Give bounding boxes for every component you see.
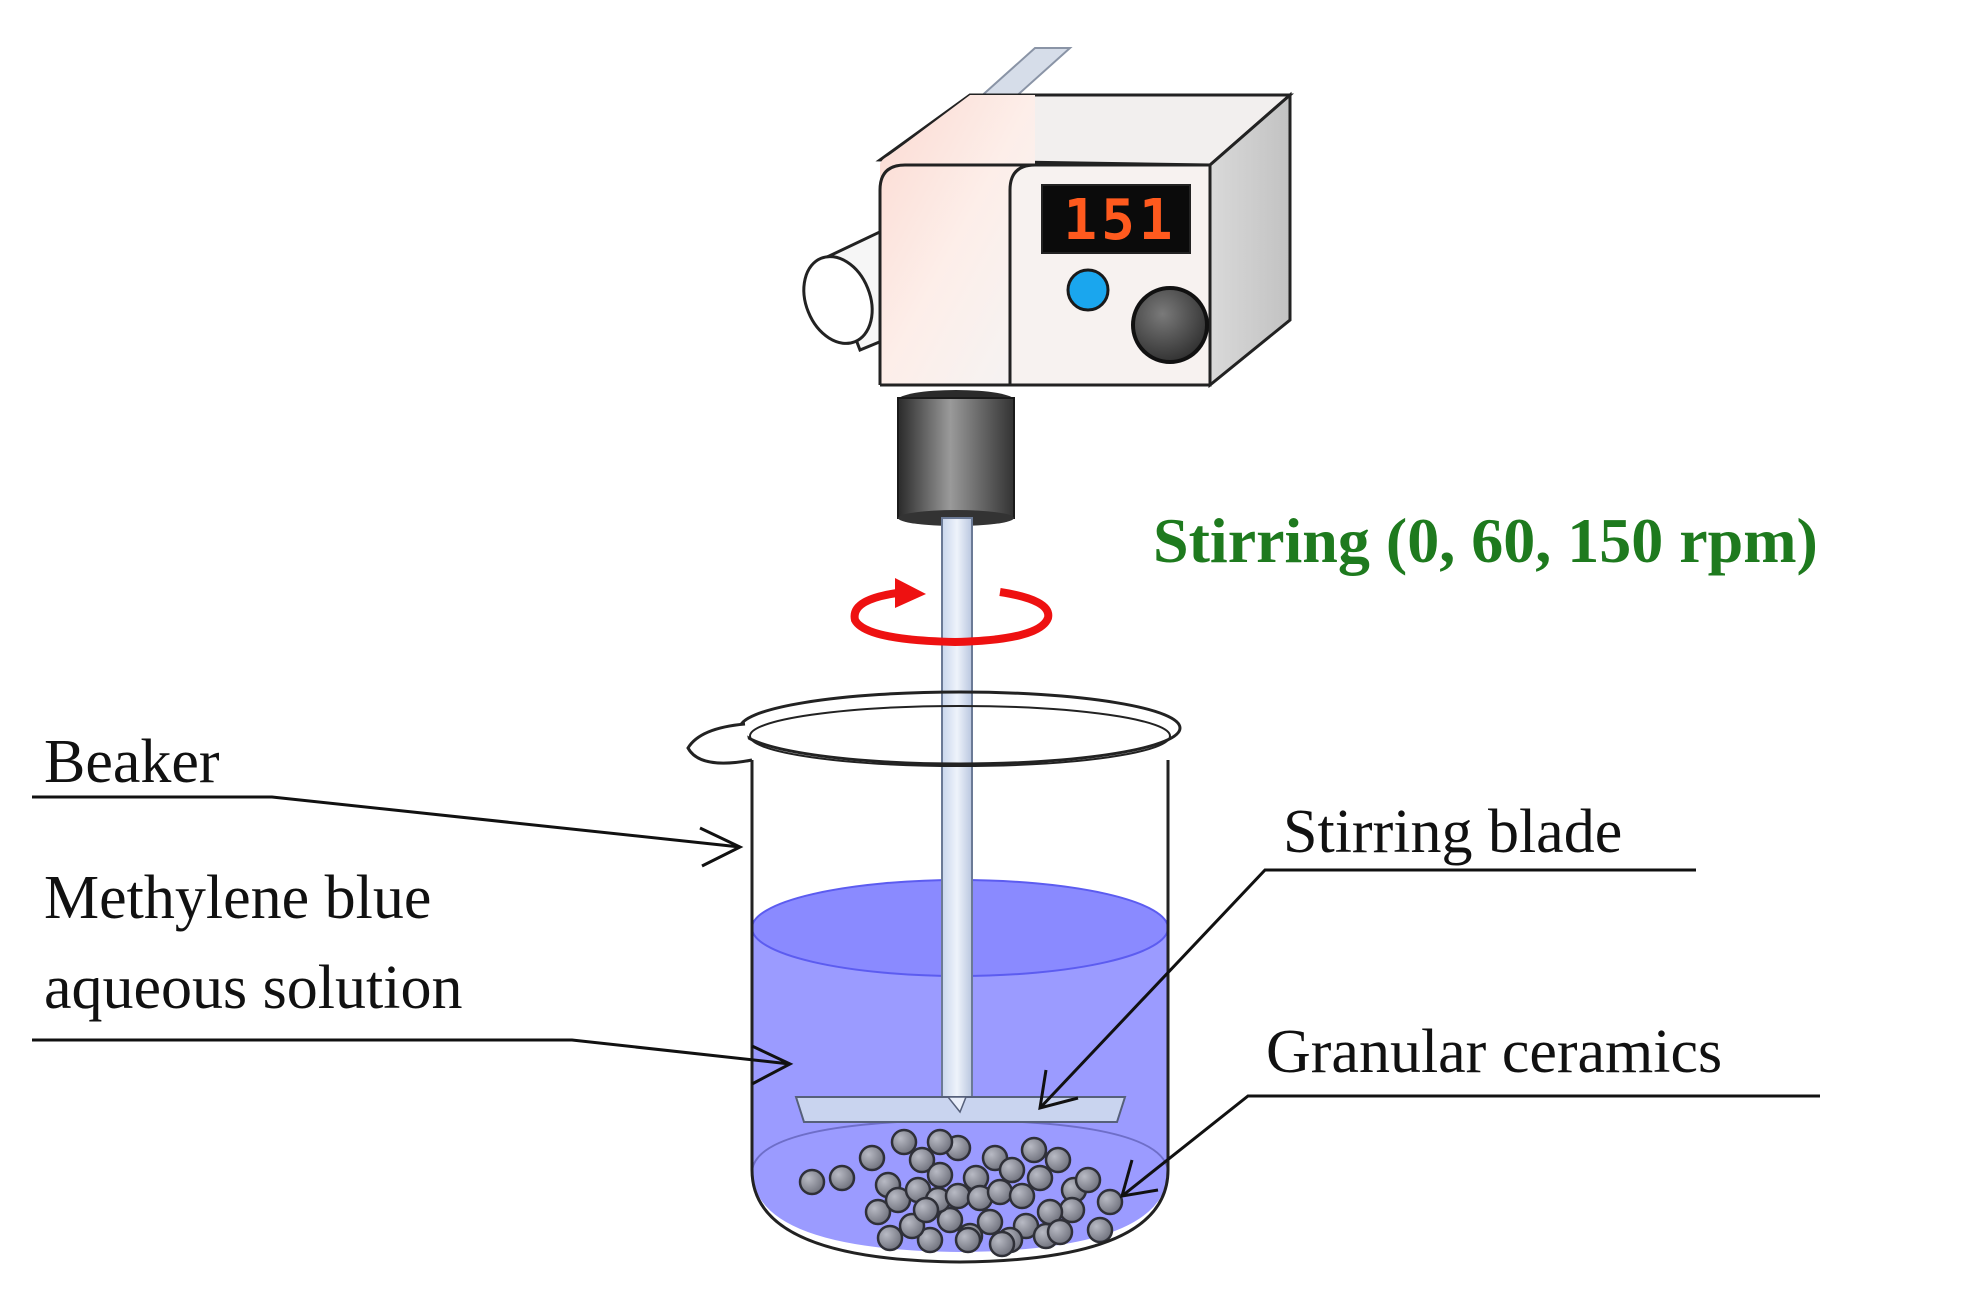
granule xyxy=(926,1128,954,1156)
beaker-label: Beaker xyxy=(44,728,220,796)
granule xyxy=(890,1128,918,1156)
granule xyxy=(1058,1196,1086,1224)
granule xyxy=(908,1146,936,1174)
granule xyxy=(1020,1136,1048,1164)
granule xyxy=(916,1226,944,1254)
granular-ceramics xyxy=(798,1128,1124,1258)
granule xyxy=(1086,1216,1114,1244)
granule xyxy=(936,1206,964,1234)
granule xyxy=(1074,1166,1102,1194)
granule xyxy=(1096,1188,1124,1216)
stirring-blade xyxy=(794,1096,1127,1123)
granule xyxy=(912,1196,940,1224)
rpm-display-digits: 151 xyxy=(1063,188,1176,253)
granule xyxy=(1008,1182,1036,1210)
solution-label-line1: Methylene blue xyxy=(44,864,431,932)
granule xyxy=(998,1156,1026,1184)
granule xyxy=(926,1161,954,1189)
rotation-arrow-icon xyxy=(850,578,1053,647)
granule xyxy=(944,1182,972,1210)
granule xyxy=(864,1198,892,1226)
beaker xyxy=(686,517,1182,1264)
granular-ceramics-callout: Granular ceramics xyxy=(1119,1018,1820,1198)
granule xyxy=(1044,1146,1072,1174)
support-rod xyxy=(974,47,1073,101)
stirrer-motor: 151 xyxy=(802,91,1294,389)
rpm-display: 151 xyxy=(1041,184,1191,254)
solution-label-line2: aqueous solution xyxy=(44,954,462,1022)
granule xyxy=(976,1208,1004,1236)
granule xyxy=(986,1178,1014,1206)
chuck xyxy=(897,390,1015,526)
stirring-blade-callout: Stirring blade xyxy=(1038,798,1696,1111)
stirring-shaft xyxy=(941,517,973,1099)
blue-button[interactable] xyxy=(1066,268,1110,312)
granule xyxy=(876,1224,904,1252)
granule xyxy=(858,1144,886,1172)
granule xyxy=(798,1168,826,1196)
beaker-callout: Beaker xyxy=(32,728,744,868)
granular-ceramics-label: Granular ceramics xyxy=(1266,1018,1722,1086)
granule xyxy=(1026,1164,1054,1192)
stirring-speed-label: Stirring (0, 60, 150 rpm) xyxy=(1153,505,1818,576)
solution-callout: Methylene blue aqueous solution xyxy=(32,864,794,1086)
granule xyxy=(954,1226,982,1254)
speed-knob[interactable] xyxy=(1131,286,1209,364)
granule xyxy=(988,1230,1016,1258)
granule xyxy=(828,1164,856,1192)
stirring-blade-label: Stirring blade xyxy=(1283,798,1622,866)
granule xyxy=(1046,1218,1074,1246)
